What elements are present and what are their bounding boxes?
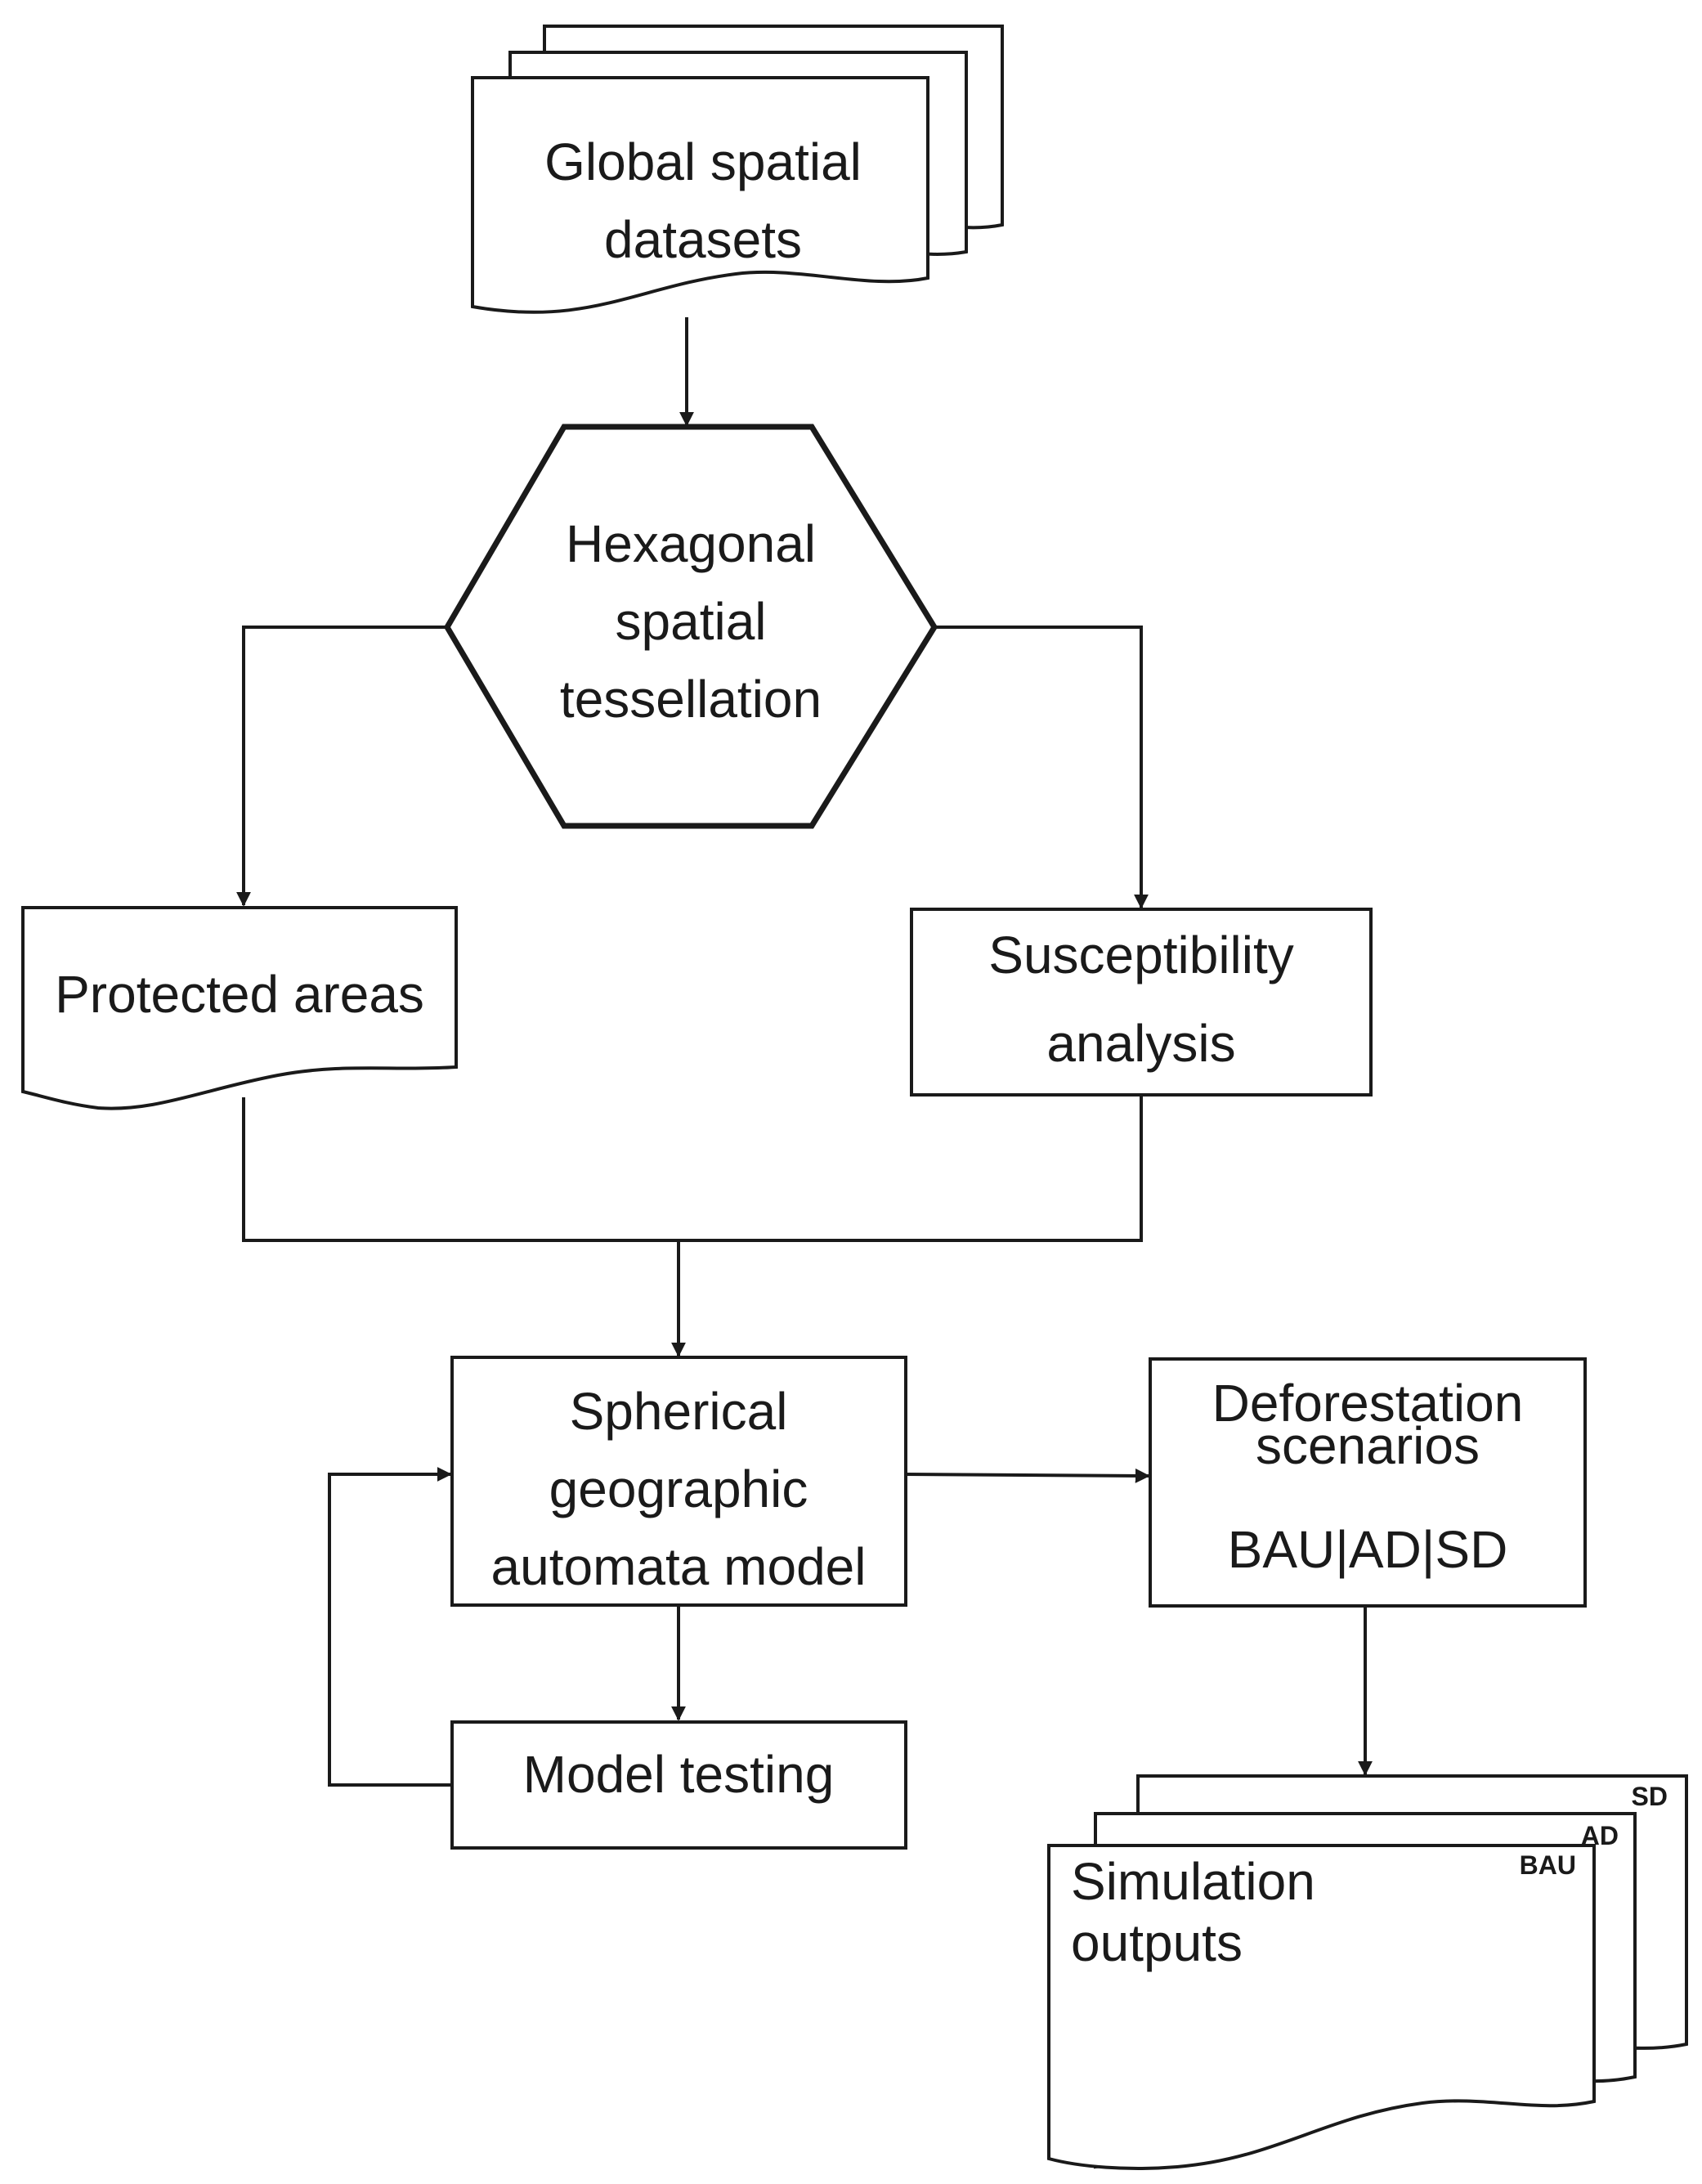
global-datasets-node: Global spatial datasets (471, 25, 1004, 314)
hexagon-label-line2: spatial (616, 592, 767, 651)
susceptibility-label-line1: Susceptibility (988, 926, 1294, 984)
outputs-label-line2: outputs (1071, 1913, 1243, 1972)
arrow-hexagon-to-protected (236, 626, 447, 907)
datasets-label-line1: Global spatial (544, 132, 862, 191)
model-testing-node: Model testing (450, 1720, 907, 1850)
arrow-hexagon-to-susceptibility (934, 626, 1149, 909)
hexagon-label-line1: Hexagonal (566, 514, 816, 573)
protected-doc-shape (21, 906, 458, 1110)
testing-box (450, 1720, 907, 1850)
protected-label: Protected areas (55, 965, 424, 1024)
outputs-label-line1: Simulation (1071, 1852, 1315, 1911)
hexagon-node: Hexagonal spatial tessellation (443, 424, 938, 829)
susceptibility-box (910, 908, 1373, 1096)
hexagon-label-line3: tessellation (560, 670, 822, 729)
sgam-node: Spherical geographic automata model (450, 1356, 907, 1607)
protected-areas-node: Protected areas (21, 906, 458, 1110)
scenarios-node: Deforestation scenarios BAU|AD|SD (1149, 1357, 1587, 1608)
testing-label: Model testing (523, 1745, 835, 1804)
simulation-outputs-node: SD AD BAU Simulation outputs (1047, 1774, 1688, 2170)
susceptibility-node: Susceptibility analysis (910, 908, 1373, 1096)
datasets-label-line2: datasets (604, 210, 802, 269)
scenarios-label-line2: scenarios (1256, 1416, 1480, 1475)
sgam-label-line3: automata model (491, 1537, 867, 1596)
susceptibility-label-line2: analysis (1046, 1014, 1235, 1073)
outputs-doc-front (1047, 1844, 1596, 2170)
scenarios-label-line3: BAU|AD|SD (1228, 1520, 1508, 1579)
scenarios-label-line1: Deforestation (1212, 1374, 1524, 1433)
arrow-testing-feedback (328, 1467, 452, 1787)
sgam-label-line2: geographic (549, 1460, 808, 1518)
scenarios-box (1149, 1357, 1587, 1608)
sgam-box (450, 1356, 907, 1607)
datasets-doc-front (471, 76, 929, 314)
outputs-tag-back: SD (1632, 1782, 1668, 1811)
arrow-sgam-to-scenarios (905, 1468, 1150, 1483)
sgam-label-line1: Spherical (570, 1382, 788, 1441)
connector-merge (242, 1096, 1143, 1242)
outputs-tag-front: BAU (1520, 1850, 1576, 1880)
